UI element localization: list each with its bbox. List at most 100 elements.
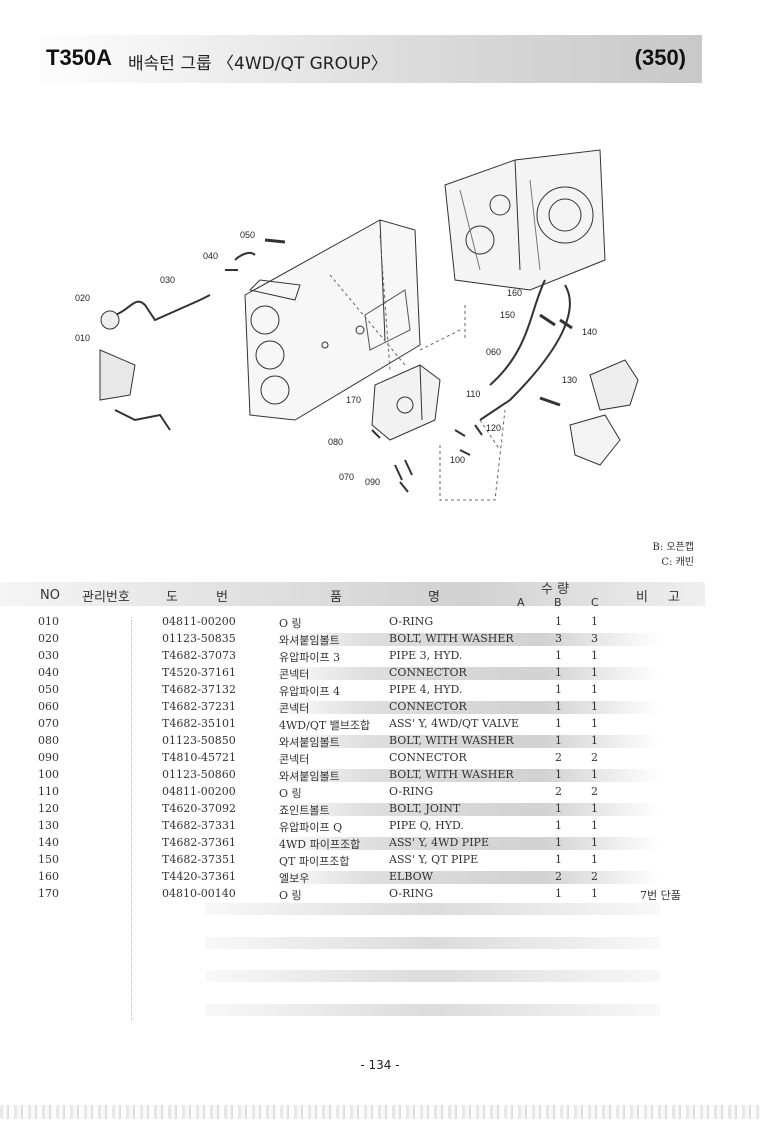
callout-030: 030 — [160, 275, 175, 285]
row-shade — [270, 871, 660, 884]
row-qty-c: 1 — [591, 819, 598, 832]
row-qty-b: 1 — [555, 802, 562, 815]
row-korean-name: QT 파이프조합 — [279, 855, 350, 868]
col-qty-header: 수 량 — [541, 582, 570, 597]
row-korean-name: 유압파이프 Q — [279, 821, 343, 834]
row-english-name: ELBOW — [389, 870, 433, 883]
row-english-name: CONNECTOR — [389, 751, 467, 764]
row-part-number: 01123-50860 — [162, 768, 236, 781]
row-part-number: T4682-35101 — [162, 717, 237, 730]
row-qty-b: 2 — [555, 751, 562, 764]
row-korean-name: 와셔붙임볼트 — [279, 634, 340, 647]
group-title: 배속턴 그룹 〈4WD/QT GROUP〉 — [128, 54, 388, 74]
diagram-callouts: 050 040 030 020 010 160 150 140 060 130 … — [75, 230, 597, 487]
callout-130: 130 — [562, 375, 577, 385]
row-qty-b: 1 — [555, 683, 562, 696]
row-qty-c: 2 — [591, 785, 598, 798]
callout-110: 110 — [466, 389, 480, 399]
fittings-drawing — [371, 424, 483, 493]
callout-090: 090 — [365, 477, 380, 487]
column-divider — [131, 620, 133, 1020]
row-english-name: O-RING — [389, 887, 434, 900]
row-shade — [270, 633, 660, 646]
row-part-number: T4682-37231 — [162, 700, 237, 713]
row-no: 060 — [38, 700, 59, 713]
row-qty-c: 1 — [591, 717, 598, 730]
row-korean-name: 유압파이프 4 — [279, 685, 341, 698]
row-no: 090 — [38, 751, 59, 764]
row-korean-name: 와셔붙임볼트 — [279, 736, 340, 749]
row-no: 140 — [38, 836, 59, 849]
row-qty-b: 1 — [555, 887, 562, 900]
row-qty-c: 1 — [591, 836, 598, 849]
row-english-name: BOLT, WITH WASHER — [389, 768, 514, 781]
row-korean-name: 죠인트볼트 — [279, 804, 330, 817]
col-qty-c-header: C — [591, 596, 599, 609]
row-part-number: 01123-50835 — [162, 632, 236, 645]
page-header: T350A 배속턴 그룹 〈4WD/QT GROUP〉 (350) — [40, 35, 702, 83]
row-qty-c: 1 — [591, 683, 598, 696]
row-no: 010 — [38, 615, 59, 628]
row-qty-b: 1 — [555, 717, 562, 730]
row-no: 040 — [38, 666, 59, 679]
col-note-header-1: 비 — [636, 590, 648, 605]
legend-b: B: 오픈캡 — [652, 542, 695, 553]
row-part-number: T4682-37331 — [162, 819, 237, 832]
table-header: NO 관리번호 도 번 품 명 수 량 A B C 비 고 — [0, 576, 760, 616]
row-korean-name: 엘보우 — [279, 872, 310, 885]
col-drawing-header-2: 번 — [216, 590, 228, 605]
row-qty-b: 1 — [555, 649, 562, 662]
row-english-name: ASS' Y, 4WD/QT VALVE — [389, 717, 519, 730]
row-qty-b: 1 — [555, 700, 562, 713]
row-qty-b: 2 — [555, 870, 562, 883]
row-qty-c: 1 — [591, 802, 598, 815]
empty-row-band — [205, 1004, 660, 1016]
row-english-name: BOLT, WITH WASHER — [389, 632, 514, 645]
row-qty-c: 1 — [591, 853, 598, 866]
row-qty-b: 1 — [555, 734, 562, 747]
row-part-number: 04811-00200 — [162, 785, 236, 798]
scan-edge — [0, 1105, 760, 1119]
row-no: 110 — [38, 785, 59, 798]
row-qty-b: 1 — [555, 853, 562, 866]
row-no: 050 — [38, 683, 59, 696]
row-english-name: ASS' Y, 4WD PIPE — [389, 836, 489, 849]
pipe-q-bracket-drawing — [539, 359, 639, 466]
row-shade — [270, 837, 660, 850]
row-qty-b: 1 — [555, 836, 562, 849]
col-qty-a-header: A — [517, 596, 525, 609]
row-korean-name: O 링 — [279, 889, 302, 902]
row-qty-c: 1 — [591, 666, 598, 679]
row-shade — [270, 769, 660, 782]
callout-040: 040 — [203, 251, 218, 261]
callout-020: 020 — [75, 293, 90, 303]
callout-060: 060 — [486, 347, 501, 357]
row-shade — [270, 701, 660, 714]
col-mgmt-header: 관리번호 — [82, 590, 130, 605]
row-part-number: T4682-37132 — [162, 683, 237, 696]
row-english-name: BOLT, JOINT — [389, 802, 461, 815]
callout-010: 010 — [75, 333, 90, 343]
row-korean-name: O 링 — [279, 787, 302, 800]
callout-070: 070 — [339, 472, 354, 482]
row-part-number: T4682-37361 — [162, 836, 237, 849]
callout-080: 080 — [328, 437, 343, 447]
valve-assembly-drawing — [371, 364, 441, 441]
col-no-header: NO — [40, 588, 60, 603]
row-qty-c: 2 — [591, 751, 598, 764]
row-no: 070 — [38, 717, 59, 730]
row-korean-name: O 링 — [279, 617, 302, 630]
row-part-number: T4420-37361 — [162, 870, 237, 883]
row-korean-name: 콘넥터 — [279, 668, 310, 681]
